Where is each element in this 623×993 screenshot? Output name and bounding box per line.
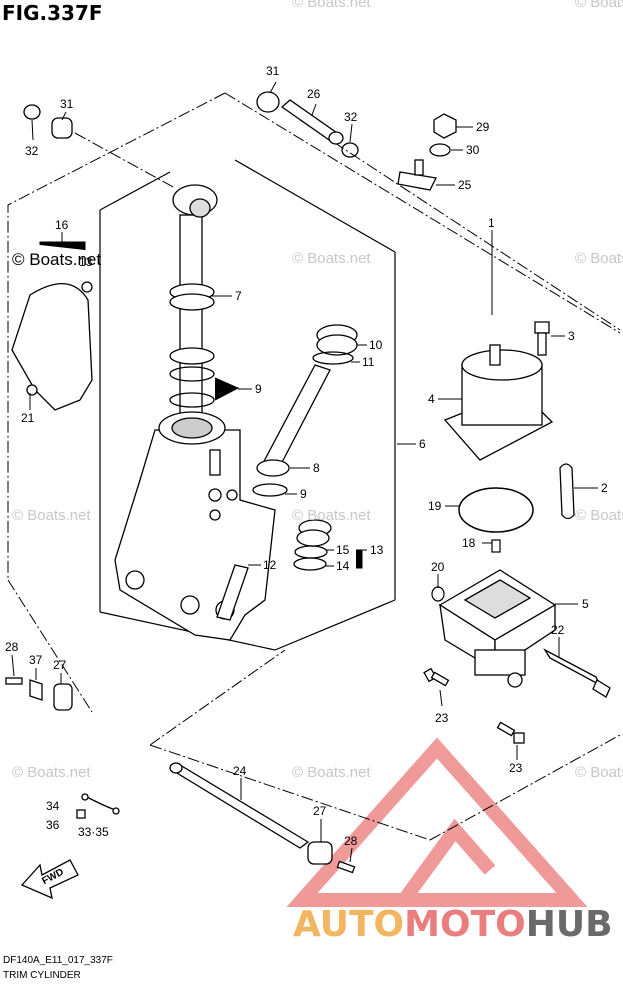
bolt-3 [534,321,550,356]
callout-23-upper: 23 [435,711,449,725]
callout-8: 8 [313,461,320,475]
callout-9-upper: 9 [255,382,262,396]
callout-34: 34 [46,799,60,813]
ground-wire [76,793,120,819]
figure-title: FIG.337F [2,1,103,25]
bottom-bushing-bolt [307,841,356,874]
callout-28-bottom: 28 [344,834,358,848]
figure-code: DF140A_E11_017_337F [3,955,113,966]
figure-caption: TRIM CYLINDER [3,970,81,981]
callout-27-bottom: 27 [313,804,327,818]
brand-part-moto: MOTO [404,904,526,945]
callout-27-left: 27 [53,658,67,672]
callout-3: 3 [568,329,575,343]
callout-6: 6 [419,437,426,451]
bracket-16 [11,281,93,411]
watermark: © Boats.net [12,507,91,524]
bolts-23 [423,667,525,744]
watermark: © Boats.net [575,0,623,11]
callout-10: 10 [369,338,383,352]
watermark: © Boats.net [575,250,623,267]
callout-30: 30 [466,143,480,157]
callout-16: 16 [55,218,69,232]
callout-29: 29 [476,120,490,134]
callout-12: 12 [263,558,277,572]
callout-31-left: 31 [60,97,74,111]
callout-18: 18 [462,536,476,550]
watermark: © Boats.net [292,250,371,267]
bolt-22 [543,648,611,698]
brand-wordmark: AUTOMOTOHUB [293,904,613,945]
shaft-24 [169,762,310,849]
callout-25: 25 [458,178,472,192]
motor-reservoir [443,344,554,461]
callout-23-lower: 23 [509,761,523,775]
callout-32-top: 32 [344,110,358,124]
callout-26: 26 [307,87,321,101]
callout-37: 37 [29,653,43,667]
callout-36: 36 [46,818,60,832]
callout-1: 1 [488,216,495,230]
callout-19: 19 [428,499,442,513]
callout-11: 11 [362,355,375,369]
callout-2: 2 [601,481,608,495]
brand-part-hub: HUB [525,904,613,945]
callout-20: 20 [431,560,445,574]
brand-part-auto: AUTO [293,904,405,945]
callout-4: 4 [428,392,435,406]
valve-rings [293,519,332,571]
fwd-arrow-icon: FWD [20,859,79,900]
callout-13: 13 [370,543,384,557]
leader-lines [11,81,598,863]
callout-13-bracket: 13 [79,255,93,269]
callout-33-35: 33·35 [78,825,109,839]
watermark: © Boats.net [575,764,623,781]
watermark: © Boats.net [292,0,371,11]
piston-rod [169,184,218,446]
watermark: © Boats.net [292,764,371,781]
callout-15: 15 [336,543,350,557]
o-ring-19 [458,487,534,533]
callout-24: 24 [233,764,247,778]
brand-logo-triangle [286,737,588,907]
callout-14: 14 [336,559,350,573]
callout-7: 7 [235,289,242,303]
callout-5: 5 [582,597,589,611]
watermark: © Boats.net [292,507,371,524]
pump-body [438,569,557,688]
tilt-rod [252,324,358,497]
cylinder-body [114,411,276,641]
top-pin-parts [23,91,359,158]
callout-32-left: 32 [25,144,39,158]
callout-9-lower: 9 [300,487,307,501]
watermark: © Boats.net [12,250,102,269]
tube [216,564,249,621]
lower-left-parts [5,677,73,711]
callout-22: 22 [551,623,565,637]
callout-31-top: 31 [266,64,280,78]
callout-21: 21 [21,411,35,425]
clip-2 [559,463,575,520]
nut-bracket-parts [397,113,457,191]
o-ring-20 [431,586,445,602]
part-18 [491,539,501,553]
watermark: © Boats.net [12,764,91,781]
callout-numbers: 31 26 32 31 32 29 30 25 16 13 1 7 3 10 1… [5,64,608,848]
watermark: © Boats.net [575,507,623,524]
assembly-frame [7,92,621,841]
callout-28-left: 28 [5,640,19,654]
